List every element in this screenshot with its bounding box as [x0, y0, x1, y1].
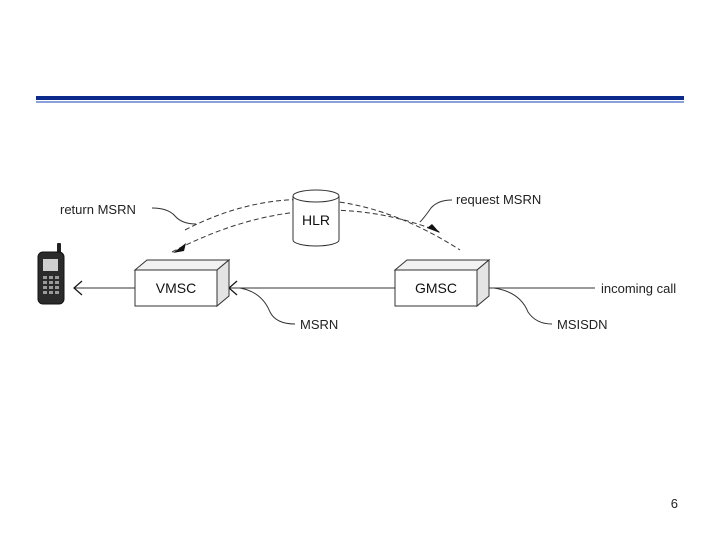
hlr-node: HLR — [292, 189, 340, 247]
return-msrn-leader — [151, 207, 197, 225]
header-rule — [36, 96, 684, 104]
request-msrn-label: request MSRN — [456, 192, 541, 207]
msrn-leader — [239, 287, 296, 325]
phone-arrow — [73, 280, 83, 296]
return-arrowhead — [173, 243, 186, 253]
return-msrn-label: return MSRN — [60, 202, 136, 217]
mobile-phone-icon — [37, 243, 65, 305]
request-arrowhead — [427, 224, 440, 233]
gmsc-label: GMSC — [415, 280, 457, 296]
request-msrn-arc — [184, 198, 461, 251]
msisdn-label: MSISDN — [557, 317, 608, 332]
vmsc-node: VMSC — [133, 258, 231, 308]
msrn-label: MSRN — [300, 317, 338, 332]
hlr-label: HLR — [302, 212, 330, 228]
page-number: 6 — [670, 496, 678, 511]
incoming-call-label: incoming call — [601, 281, 676, 296]
return-msrn-arc — [171, 209, 441, 253]
gmsc-node: GMSC — [393, 258, 491, 308]
request-msrn-leader — [419, 199, 453, 223]
msisdn-leader — [493, 287, 553, 325]
vmsc-label: VMSC — [156, 280, 196, 296]
